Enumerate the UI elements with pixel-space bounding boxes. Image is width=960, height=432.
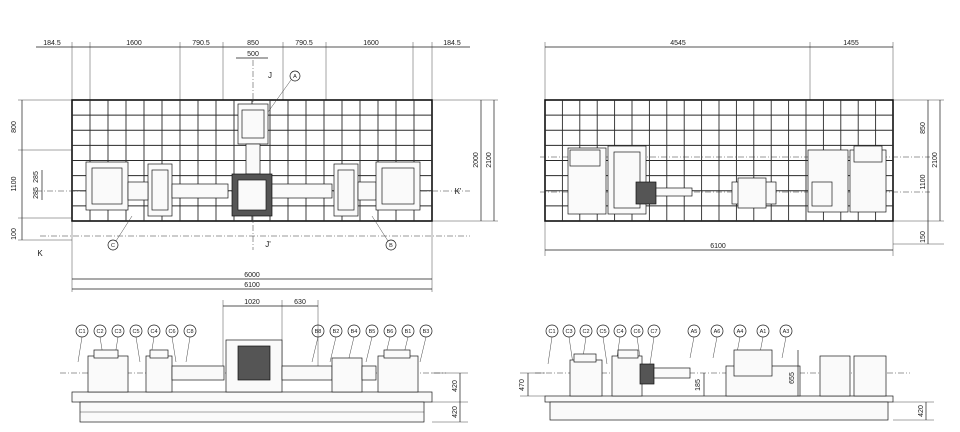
- front-balloon-left-leader-0: [77, 336, 83, 363]
- side-dim-1455: 1455: [843, 40, 859, 47]
- dim-bottom-6000: 6000: [244, 272, 260, 279]
- side-balloon-left-label-2: C2: [582, 329, 589, 335]
- dim-top-4: 850: [247, 40, 259, 47]
- side-balloon-right-label-4: A3: [783, 329, 790, 335]
- front-balloon-left-label-3: C5: [132, 329, 139, 335]
- front-dim-420a: 420: [452, 380, 459, 392]
- side-plan-machinery: [567, 145, 887, 215]
- dim-500: 500: [247, 51, 259, 58]
- front-balloon-right-leader-3: [365, 336, 373, 363]
- plan-left-dimensions: 800 1100 285 285 100: [11, 99, 72, 241]
- front-balloon-left-label-4: C4: [150, 329, 157, 335]
- dim-top-3: 790.5: [192, 40, 210, 47]
- front-dim-420b: 420: [452, 406, 459, 418]
- section-J: J: [268, 71, 272, 80]
- dim-top-1: 184.5: [43, 40, 61, 47]
- dim-bottom-6100: 6100: [244, 282, 260, 289]
- side-dim-850: 850: [920, 122, 927, 134]
- dim-top-6: 1600: [363, 40, 379, 47]
- front-balloon-right-label-2: B4: [351, 329, 358, 335]
- side-plan-view: 4545 1455 850 1100 2: [540, 40, 944, 256]
- plan-section-markers: J J' K K': [37, 71, 462, 258]
- dim-top-2: 1600: [126, 40, 142, 47]
- side-dim-1100: 1100: [920, 174, 927, 189]
- plan-view: 184.5 1600 790.5 850 790.5 1600 184.5 50…: [11, 40, 498, 292]
- front-balloon-left-label-5: C6: [168, 329, 175, 335]
- side-balloon-right-label-3: A1: [760, 329, 767, 335]
- side-balloon-left-leader-3: [602, 336, 608, 365]
- side-balloon-left-label-3: C5: [599, 329, 606, 335]
- dim-left-100: 100: [11, 228, 18, 240]
- front-balloon-right-label-5: B1: [405, 329, 412, 335]
- side-balloon-left-leader-6: [649, 336, 655, 365]
- balloon-B: B: [389, 243, 393, 249]
- side-view-machinery: [569, 349, 887, 397]
- side-dim-150: 150: [920, 231, 927, 243]
- front-balloon-left-label-1: C2: [96, 329, 103, 335]
- balloon-C: C: [111, 243, 115, 249]
- side-balloon-right-leader-4: [781, 336, 787, 359]
- side-balloon-left-label-4: C4: [616, 329, 623, 335]
- front-balloon-right-label-4: B6: [387, 329, 394, 335]
- side-balloons: C1 C3 C2 C5 C4 C6 C7 A5 A6 A4 A1 A3: [545, 324, 793, 365]
- plan-machinery: [85, 103, 421, 217]
- side-balloon-left-leader-0: [547, 336, 553, 365]
- front-balloon-left-label-2: C3: [114, 329, 121, 335]
- plan-top-dimensions: 184.5 1600 790.5 850 790.5 1600 184.5 50…: [36, 40, 470, 100]
- front-balloon-right-label-1: B2: [333, 329, 340, 335]
- section-K-prime: K': [455, 187, 462, 196]
- front-balloon-left-leader-6: [185, 336, 191, 363]
- front-balloon-left-leader-3: [135, 336, 141, 363]
- front-dim-630: 630: [294, 299, 306, 306]
- section-K: K: [37, 249, 43, 258]
- side-dim-185: 185: [695, 379, 702, 391]
- front-balloon-right-label-0: B8: [315, 329, 322, 335]
- side-balloon-right-label-0: A5: [691, 329, 698, 335]
- front-balloon-left-label-6: C8: [186, 329, 193, 335]
- dim-left-800: 800: [11, 121, 18, 133]
- dim-right-2000: 2000: [473, 152, 480, 168]
- side-dim-4545: 4545: [670, 40, 686, 47]
- side-balloon-right-leader-1: [712, 336, 718, 359]
- side-view: C1 C3 C2 C5 C4 C6 C7 A5 A6 A4 A1 A3 470 185 655 420: [519, 324, 934, 421]
- dim-left-285a: 285: [33, 171, 40, 183]
- side-dim-470: 470: [519, 379, 526, 391]
- side-plan-right-dims: 850 1100 2100 150: [893, 99, 944, 245]
- front-balloons: C1 C2 C3 C5 C4 C6 C8 B8 B2 B4 B5 B6 B1 B3: [75, 324, 433, 363]
- front-balloon-right-leader-6: [419, 336, 427, 363]
- side-balloon-left-label-1: C3: [565, 329, 572, 335]
- dim-top-7: 184.5: [443, 40, 461, 47]
- side-balloon-left-leader-1: [568, 336, 574, 365]
- front-machinery: [87, 339, 419, 393]
- side-balloon-right-leader-0: [689, 336, 695, 359]
- front-balloon-right-leader-0: [311, 336, 319, 363]
- plan-right-dimensions: 2000 2100: [432, 99, 498, 222]
- front-view: 1020 630 C1 C2 C3 C5 C4 C6 C8 B8 B2 B4 B5 B6 B1 B3 42…: [60, 299, 468, 423]
- side-balloon-left-label-0: C1: [548, 329, 555, 335]
- side-balloon-right-label-2: A4: [737, 329, 744, 335]
- dim-top-5: 790.5: [295, 40, 313, 47]
- side-balloon-left-label-5: C6: [633, 329, 640, 335]
- side-balloon-left-label-6: C7: [650, 329, 657, 335]
- section-J-prime: J': [265, 240, 271, 249]
- dim-left-285b: 285: [33, 187, 40, 199]
- front-dim-1020: 1020: [244, 299, 260, 306]
- side-dim-2100: 2100: [932, 152, 939, 168]
- side-dim-6100: 6100: [710, 243, 726, 250]
- balloon-A: A: [293, 74, 297, 80]
- plan-balloons: A C B: [107, 70, 397, 251]
- side-balloon-right-label-1: A6: [714, 329, 721, 335]
- front-balloon-right-leader-1: [329, 336, 337, 363]
- front-balloon-right-label-6: B3: [423, 329, 430, 335]
- front-balloon-left-leader-5: [171, 336, 177, 363]
- dim-right-2100: 2100: [486, 152, 493, 168]
- side-dim-655: 655: [789, 372, 796, 384]
- plan-bottom-dimensions: 6000 6100: [71, 221, 433, 292]
- front-balloon-right-label-3: B5: [369, 329, 376, 335]
- front-balloon-left-label-0: C1: [78, 329, 85, 335]
- dim-left-1100: 1100: [11, 176, 18, 191]
- side-dim-420: 420: [918, 405, 925, 417]
